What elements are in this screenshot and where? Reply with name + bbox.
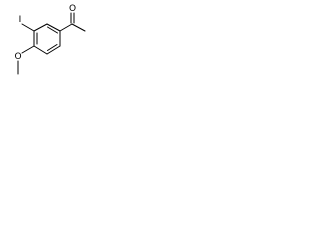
carbonyl-oxygen-label: O	[69, 4, 76, 14]
acetyl-group: O	[59, 4, 86, 32]
ring-bond-c6-c1	[33, 23, 48, 32]
iodine-label: I	[19, 15, 22, 25]
methoxy-substituent: O	[14, 45, 35, 75]
bond-ring-to-carbonyl	[59, 23, 73, 32]
bond-ring-to-iodine	[21, 23, 35, 32]
ring-bond-c3-c4	[46, 45, 61, 55]
ether-oxygen-label: O	[14, 52, 21, 62]
bond-carbonyl-to-methyl	[71, 23, 86, 32]
benzene-ring	[33, 23, 61, 55]
bond-ring-to-ether-oxygen	[21, 45, 35, 54]
ring-bond-c1-c2	[46, 23, 61, 32]
ring-bond-c4-c5	[33, 45, 48, 55]
ring-double-bond-inner-1	[47, 26, 58, 34]
molecule-structure: O I O	[14, 4, 86, 75]
ring-double-bond-inner-2	[47, 44, 58, 51]
iodo-substituent: I	[19, 15, 35, 32]
